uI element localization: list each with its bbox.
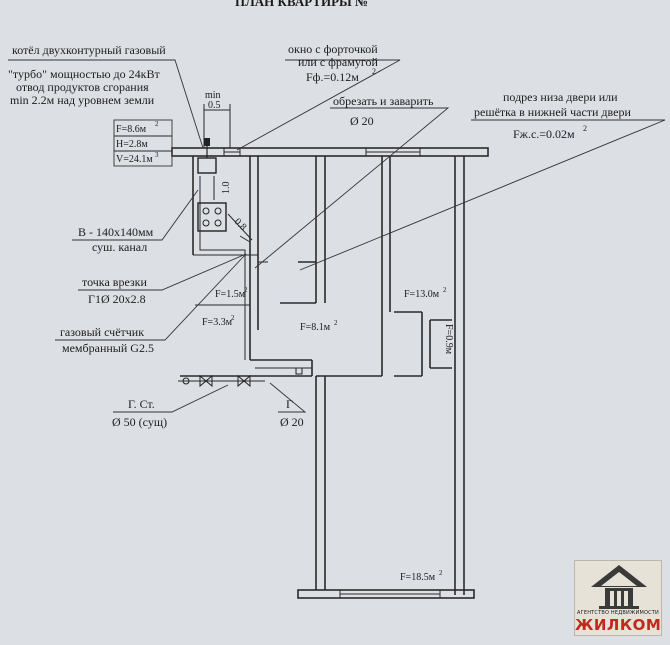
label-cut-weld: обрезать и заварить — [333, 94, 434, 108]
kitchen-height: H=2.8м — [116, 139, 148, 150]
area-1-5: F=1.5м — [215, 289, 246, 300]
dimension-0-8: 0.8 — [232, 216, 249, 233]
label-meter-1: газовый счётчик — [60, 325, 144, 339]
area-8-1-sup: 2 — [334, 319, 338, 327]
kitchen-equipment — [197, 104, 253, 360]
logo-name: ЖИЛКОМ — [575, 616, 662, 634]
logo-emblem-icon — [591, 565, 647, 609]
label-meter-2: мембранный G2.5 — [62, 341, 154, 355]
area-13-0-sup: 2 — [443, 286, 447, 294]
stove-symbol — [197, 202, 227, 232]
label-boiler-3: отвод продуктов сгорания — [16, 80, 149, 94]
label-door-2: решётка в нижней части двери — [474, 105, 631, 119]
kitchen-area: F=8.6м — [116, 124, 147, 135]
label-tap-point: точка врезки — [82, 275, 147, 289]
label-channel-2: суш. канал — [92, 240, 147, 254]
label-boiler-1: котёл двухконтурный газовый — [12, 43, 166, 57]
label-door-3: Fж.с.=0.02м — [513, 127, 575, 141]
label-boiler-2: "турбо" мощностью до 24кВт — [8, 67, 160, 81]
label-boiler-4: min 2.2м над уровнем земли — [10, 93, 155, 107]
label-door-1: подрез низа двери или — [503, 90, 618, 104]
area-18-5: F=18.5м — [400, 572, 436, 583]
label-min: min — [205, 90, 221, 101]
label-window-3: Fф.=0.12м — [306, 70, 359, 84]
bottom-outer-wall — [297, 589, 475, 599]
label-channel-1: В - 140x140мм — [78, 225, 154, 239]
area-8-1: F=8.1м — [300, 322, 331, 333]
kitchen-volume: V=24.1м — [116, 154, 153, 165]
area-18-5-sup: 2 — [439, 569, 443, 577]
walls — [171, 147, 489, 599]
label-window-1: окно с форточкой — [288, 42, 378, 56]
area-3-3: F=3.3м — [202, 317, 233, 328]
top-outer-wall — [171, 147, 489, 157]
label-window-2: или с фрамугой — [298, 55, 378, 69]
label-gas-1: Г — [286, 397, 293, 411]
agency-logo: АГЕНТСТВО НЕДВИЖИМОСТИ ЖИЛКОМ — [574, 560, 662, 636]
label-riser-2: Ø 50 (сущ) — [112, 415, 167, 429]
boiler-symbol — [197, 157, 217, 174]
logo-subtitle: АГЕНТСТВО НЕДВИЖИМОСТИ — [576, 610, 659, 616]
area-3-3-sup: 2 — [231, 314, 235, 322]
valve-icon — [199, 374, 213, 388]
door-area-sup: 2 — [583, 124, 587, 133]
valve-icon — [237, 374, 251, 388]
label-d20-top: Ø 20 — [350, 114, 374, 128]
kitchen-volume-sup: 3 — [155, 151, 159, 159]
title-fragment: ПЛАН КВАРТИРЫ № — [235, 0, 368, 9]
leader-lines — [8, 59, 666, 413]
gas-line — [178, 367, 312, 388]
area-0-9: F=0.9м — [443, 324, 454, 355]
label-min-value: 0.5 — [208, 100, 221, 111]
label-tap-spec: Г1Ø 20x2.8 — [88, 292, 146, 306]
window-area-sup: 2 — [372, 67, 376, 76]
area-13-0: F=13.0м — [404, 289, 440, 300]
dimension-1-0: 1.0 — [221, 182, 232, 195]
label-gas-2: Ø 20 — [280, 415, 304, 429]
area-1-5-sup: 2 — [244, 286, 248, 294]
kitchen-area-sup: 2 — [155, 120, 159, 128]
label-riser-1: Г. Ст. — [128, 397, 155, 411]
kitchen-data-box — [113, 119, 173, 167]
